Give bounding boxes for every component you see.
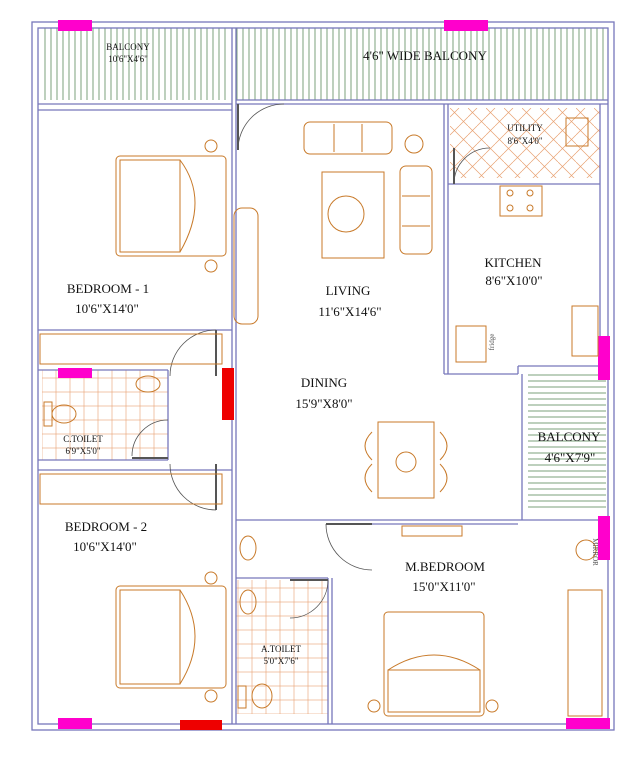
ctoilet-size: 6'9"X5'0" <box>65 446 101 456</box>
atoilet-tiles <box>236 580 328 714</box>
utility-size: 8'6"X4'0" <box>507 136 543 146</box>
mbedroom-size: 15'0"X11'0" <box>412 579 476 594</box>
utility-tiles <box>450 108 600 178</box>
mbedroom-name: M.BEDROOM <box>405 559 485 574</box>
balcony-small-size: 10'6"X4'6" <box>108 54 148 64</box>
balcony-side-hatch <box>528 374 606 512</box>
balcony-small-name: BALCONY <box>106 42 150 52</box>
door-swings <box>131 103 491 619</box>
mirror-label: MIRROR <box>591 538 600 566</box>
kitchen-name: KITCHEN <box>484 255 542 270</box>
balcony-wide-hatch <box>236 28 606 100</box>
balcony-side-size: 4'6"X7'9" <box>544 450 596 465</box>
bedroom2-name: BEDROOM - 2 <box>64 519 148 534</box>
balcony-wide-name: 4'6" WIDE BALCONY <box>363 48 487 63</box>
ctoilet-tiles <box>42 370 168 460</box>
door-markers <box>180 368 234 730</box>
kitchen-size: 8'6"X10'0" <box>485 273 543 288</box>
balcony-side-name: BALCONY <box>537 429 601 444</box>
walls <box>31 21 615 731</box>
ctoilet-name: C.TOILET <box>63 434 103 444</box>
atoilet-name: A.TOILET <box>260 644 302 654</box>
furniture <box>39 117 603 717</box>
atoilet-size: 5'0"X7'6" <box>263 656 299 666</box>
bedroom2-size: 10'6"X14'0" <box>73 539 137 554</box>
balcony-small-hatch <box>40 28 230 100</box>
bedroom1-name: BEDROOM - 1 <box>66 281 150 296</box>
dining-name: DINING <box>300 375 348 390</box>
bedroom1-size: 10'6"X14'0" <box>75 301 139 316</box>
fridge-label: fridge <box>487 333 496 351</box>
windows <box>58 20 610 729</box>
living-name: LIVING <box>325 283 371 298</box>
utility-name: UTILITY <box>507 123 543 133</box>
dining-size: 15'9"X8'0" <box>295 396 353 411</box>
living-size: 11'6"X14'6" <box>318 304 382 319</box>
